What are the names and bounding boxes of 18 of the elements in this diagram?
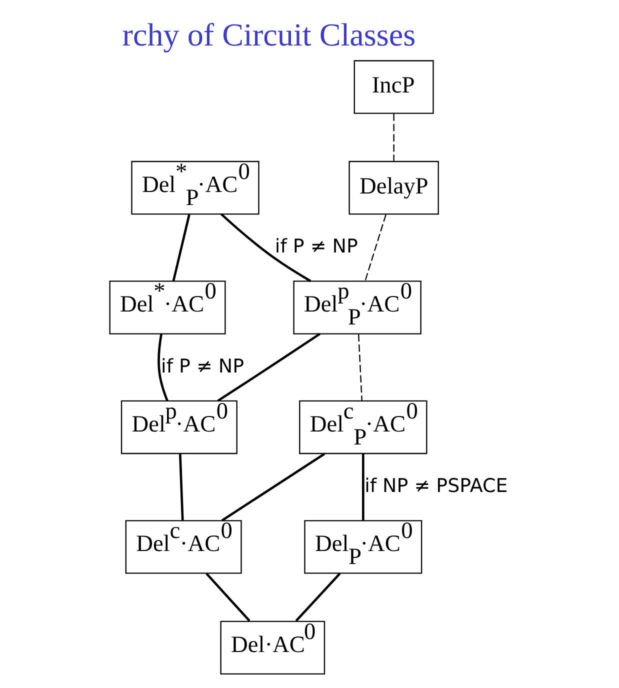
connector: [221, 452, 326, 522]
edge-label: if P ≠ NP: [274, 236, 358, 258]
diagram-title: rchy of Circuit Classes: [122, 16, 416, 53]
edge-label: if NP ≠ PSPACE: [364, 475, 508, 498]
connector: [358, 334, 362, 401]
connector: [206, 572, 250, 622]
connector: [364, 214, 386, 282]
edge-label: if P ≠ NP: [161, 355, 244, 378]
connector: [295, 572, 341, 622]
connector: [393, 114, 394, 161]
node-box: DelayP: [348, 160, 439, 215]
connector: [220, 213, 312, 282]
connector: [178, 454, 184, 521]
connector: [158, 334, 168, 402]
connector: [362, 454, 364, 521]
connector: [217, 332, 321, 402]
connector: [172, 214, 190, 282]
node-box: IncP: [354, 60, 434, 114]
